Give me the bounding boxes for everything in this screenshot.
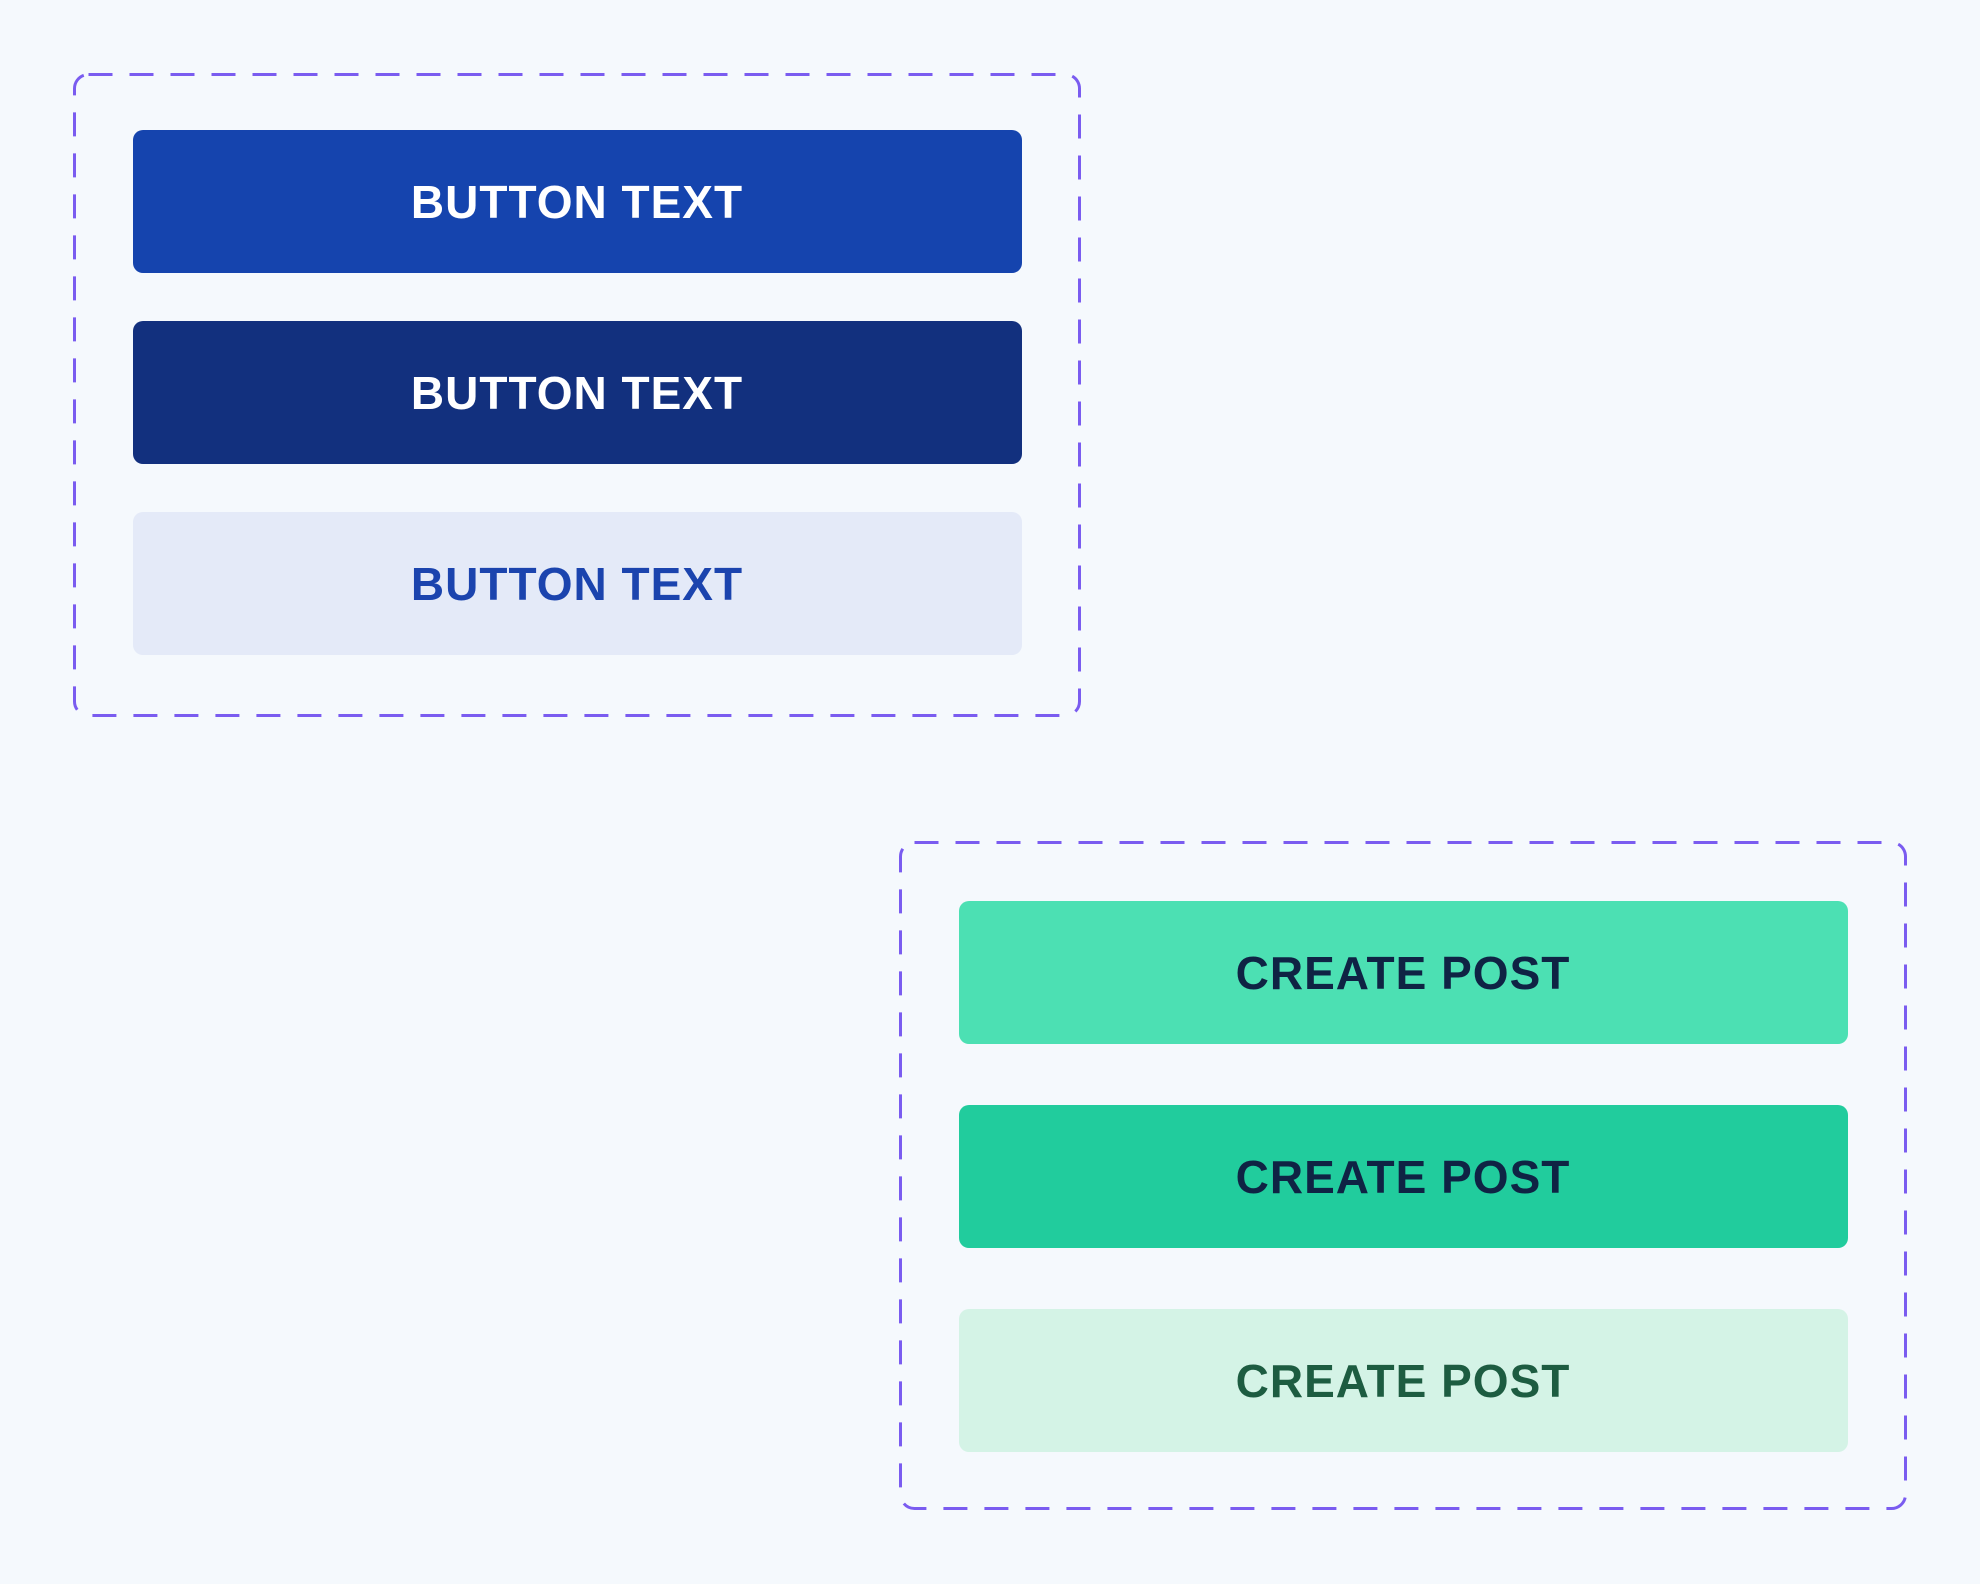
button-text-primary-button[interactable]: BUTTON TEXT: [132, 130, 1022, 273]
blue-button-group: BUTTON TEXT BUTTON TEXT BUTTON TEXT: [73, 73, 1081, 717]
green-button-group: CREATE POST CREATE POST CREATE POST: [899, 841, 1907, 1510]
button-text-light-button[interactable]: BUTTON TEXT: [132, 512, 1022, 655]
create-post-dark-button[interactable]: CREATE POST: [958, 1105, 1848, 1248]
create-post-light-button[interactable]: CREATE POST: [958, 1309, 1848, 1452]
create-post-primary-button[interactable]: CREATE POST: [958, 901, 1848, 1044]
button-text-dark-button[interactable]: BUTTON TEXT: [132, 321, 1022, 464]
